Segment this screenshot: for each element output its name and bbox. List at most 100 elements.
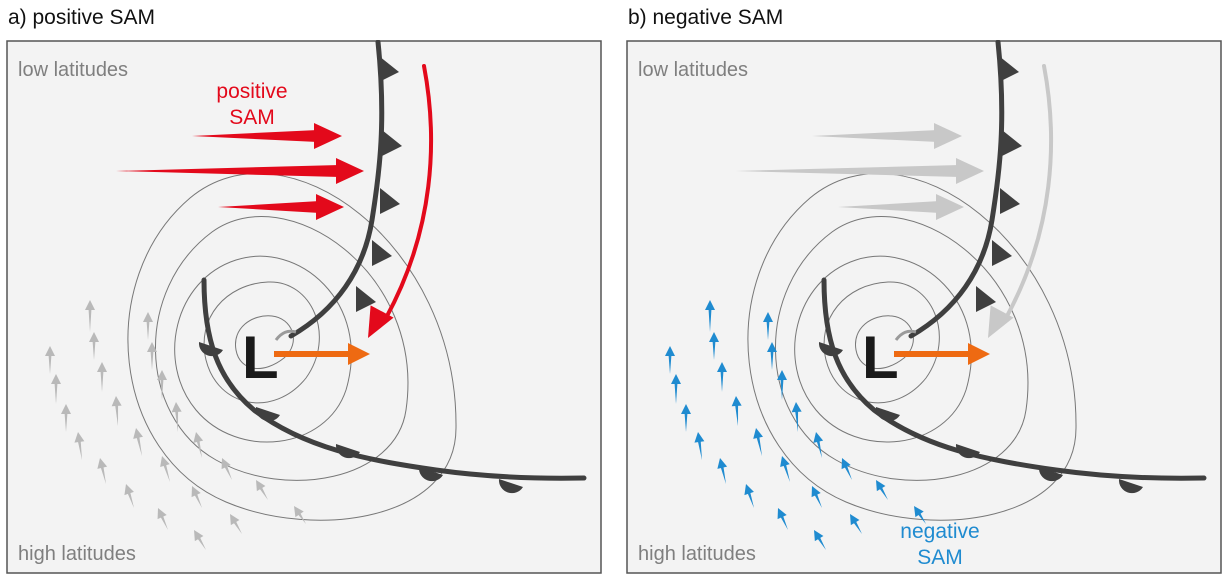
southerly-arrow-3-3-shaft [780, 377, 784, 400]
southerly-arrow-3-3-head [777, 370, 787, 380]
southerly-arrow-1-5-head [133, 428, 143, 439]
southerly-arrow-1-2-shaft [712, 339, 716, 360]
southerly-arrow-3-2-head [147, 342, 157, 352]
southerly-arrow-3-6-shaft [223, 463, 232, 480]
southerly-arrow-3-4-head [791, 402, 802, 413]
isobar-5 [747, 173, 1077, 521]
anomaly-label-line1: positive [216, 80, 287, 103]
southerly-arrow-2-6-shaft [746, 490, 754, 508]
southerly-arrow-2-1-head [45, 346, 55, 356]
isobar-4 [775, 216, 1029, 481]
low-latitudes-label: low latitudes [18, 59, 128, 81]
southerly-arrow-2-2-shaft [674, 381, 678, 404]
southerly-arrow-3-7-head [876, 480, 886, 492]
southerly-arrow-1-7-head [191, 486, 201, 498]
southerly-arrow-3-6-shaft [843, 463, 852, 480]
southerly-arrow-3-2-shaft [770, 349, 774, 370]
southerly-arrow-2-4-head [74, 432, 85, 443]
occlusion-wisp [894, 329, 917, 341]
warm-front-semicircle-4 [418, 467, 443, 482]
southerly-arrow-3-5-head [193, 432, 204, 443]
southerly-arrow-3-5-shaft [196, 438, 202, 458]
isobar-2 [823, 281, 940, 404]
isobar-5 [127, 173, 457, 521]
southerly-arrow-3-7-shaft [258, 485, 268, 500]
southerly-arrow-2-8-head [814, 530, 824, 542]
warm-front-semicircle-3 [335, 444, 360, 459]
southerly-arrow-2-7-head [777, 508, 787, 520]
northerly-arrow-head [368, 305, 394, 338]
southerly-arrow-1-4-shaft [114, 402, 119, 426]
southerly-arrow-2-5-head [717, 458, 728, 469]
westerly-arrow-2-shaft [116, 165, 340, 177]
warm-front-semicircle-1 [818, 342, 843, 357]
warm-front-semicircle-3 [955, 444, 980, 459]
southerly-arrow-1-8-shaft [852, 519, 862, 534]
southerly-arrow-3-8-head [294, 506, 304, 518]
southerly-arrow-2-4-shaft [697, 438, 702, 460]
southerly-arrow-2-7-shaft [779, 513, 788, 530]
southerly-arrow-2-4-shaft [77, 438, 82, 460]
southerly-arrow-2-3-shaft [64, 411, 68, 432]
southerly-arrow-2-6-head [124, 484, 134, 496]
southerly-arrow-3-5-head [813, 432, 824, 443]
panel-frame [6, 40, 602, 574]
storm-motion-head [968, 343, 990, 365]
southerly-arrow-1-8-shaft [232, 519, 242, 534]
southerly-arrow-2-2-head [51, 374, 61, 384]
panel-b-title: b) negative SAM [628, 6, 784, 29]
isobar-3 [174, 255, 352, 443]
southerly-arrow-1-5-head [753, 428, 763, 439]
westerly-arrow-1-shaft [812, 130, 938, 142]
southerly-arrow-1-1-shaft [708, 307, 712, 332]
southerly-arrow-3-1-shaft [766, 319, 770, 340]
westerly-arrow-2-shaft [736, 165, 960, 177]
storm-motion-head [348, 343, 370, 365]
warm-front-semicircle-5 [1118, 479, 1143, 494]
southerly-arrow-2-5-shaft [720, 464, 726, 484]
low-latitudes-label: low latitudes [638, 59, 748, 81]
isobars [747, 173, 1077, 521]
southerly-arrow-3-7-shaft [878, 485, 888, 500]
southerly-arrow-1-7-shaft [193, 491, 202, 508]
southerly-arrow-1-4-head [111, 396, 122, 407]
southerly-arrow-2-8-shaft [196, 535, 206, 550]
southerly-arrow-1-2-shaft [92, 339, 96, 360]
southerly-arrow-1-1-head [85, 300, 95, 310]
southerly-arrow-2-1-shaft [668, 353, 672, 374]
westerly-arrow-1-head [934, 123, 962, 149]
cold-front-triangle-2 [1002, 130, 1022, 156]
cold-front-triangle-4 [372, 240, 392, 266]
cold-front-triangle-1 [999, 56, 1019, 82]
westerly-arrow-3-shaft [838, 201, 940, 213]
isobar-3 [794, 255, 972, 443]
southerly-arrow-3-3-head [157, 370, 167, 380]
southerly-arrow-2-2-head [671, 374, 681, 384]
low-pressure-L: L [242, 324, 279, 391]
cold-front-triangle-1 [379, 56, 399, 82]
southerly-arrow-2-3-head [61, 404, 71, 414]
southerly-arrow-3-2-head [767, 342, 777, 352]
southerly-arrow-3-6-head [841, 458, 851, 470]
northerly-arrow-shaft [1004, 64, 1054, 320]
southerly-arrow-1-1-head [705, 300, 715, 310]
southerly-arrow-1-6-shaft [162, 462, 170, 482]
southerly-arrow-2-3-shaft [684, 411, 688, 432]
southerly-arrow-2-4-head [694, 432, 705, 443]
southerly-arrow-1-2-head [89, 332, 99, 342]
warm-front-semicircle-4 [1038, 467, 1063, 482]
cold-front-triangle-4 [992, 240, 1012, 266]
anomaly-label-line2: SAM [229, 106, 275, 129]
southerly-arrow-2-1-head [665, 346, 675, 356]
warm-front-semicircle-2 [875, 407, 900, 422]
westerly-arrow-1-shaft [192, 130, 318, 142]
warm-front-semicircle-1 [198, 342, 223, 357]
panel-a-title: a) positive SAM [8, 6, 156, 29]
cold-front-triangle-2 [382, 130, 402, 156]
northerly-arrow-head [988, 305, 1014, 338]
cold-front-triangle-3 [1000, 188, 1020, 214]
southerly-arrow-2-7-shaft [159, 513, 168, 530]
low-pressure-L: L [862, 324, 899, 391]
southerly-arrow-1-4-shaft [734, 402, 739, 426]
cold-front-line [288, 40, 385, 339]
